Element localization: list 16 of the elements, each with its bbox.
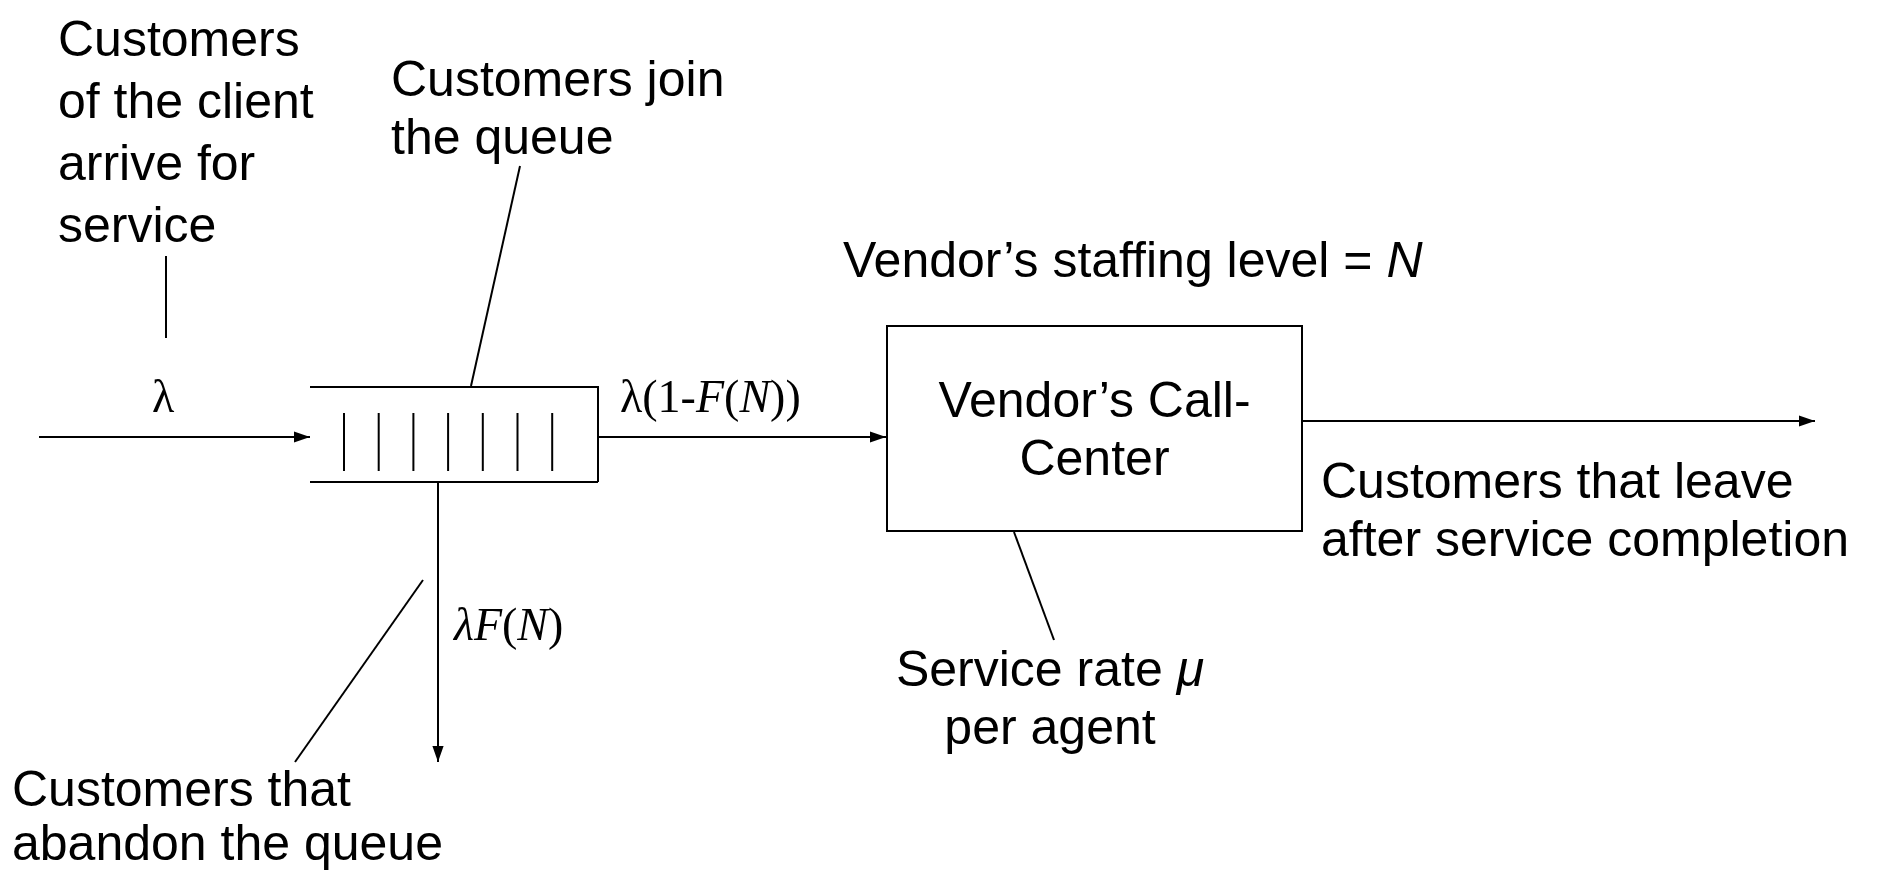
leader-line [470, 165, 521, 387]
annotation-text: Service rate μ per agent [860, 640, 1240, 756]
annotation-text: Customers of the client arrive for service [58, 8, 348, 256]
arrow [38, 431, 311, 443]
queue-drawing [310, 386, 599, 483]
leader-line [1013, 531, 1055, 641]
arrow [432, 482, 444, 763]
leader-line [165, 255, 167, 339]
caption-text: Vendor’s staffing level = N [843, 231, 1423, 289]
annotation-text: Customers that abandon the queue [12, 762, 492, 870]
box-label: Vendor’s Call-Center [937, 370, 1252, 487]
annotation-text: Customers that leave after service completion [1321, 452, 1850, 568]
annotation-text: Customers join the queue [391, 50, 726, 166]
arrow [598, 431, 887, 443]
leader-line [294, 579, 424, 763]
arrow [1302, 415, 1816, 427]
